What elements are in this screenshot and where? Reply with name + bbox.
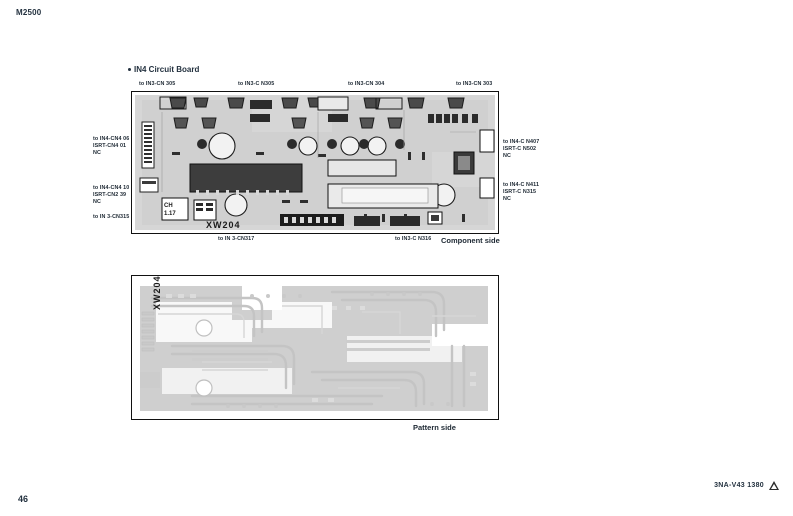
pattern-side-label: Pattern side [413, 423, 456, 432]
connector-label-top-3: to IN3-CN 304 [348, 81, 385, 87]
pcb-pattern-artwork: XW204 [132, 276, 498, 419]
board-title-text: IN4 Circuit Board [134, 65, 200, 74]
connector-label-left-2-line-2: ISRT-CN2 39 [93, 192, 127, 198]
page-number: 46 [18, 494, 29, 504]
page-title: IN4 Circuit Board [128, 65, 199, 74]
connector-label-left-1: to IN4-CN4 06 ISRT-CN4 01 NC [93, 136, 129, 157]
footer-document-code: 3NA-V43 1380 [714, 481, 779, 490]
connector-label-right-2-line-3: NC [503, 196, 511, 202]
svg-text:1.17: 1.17 [164, 211, 176, 217]
connector-label-left-2-line-1: to IN4-CN4 10 [93, 185, 130, 191]
connector-label-bottom-1: to IN 3-CN317 [218, 236, 255, 242]
pcb-pattern-side-diagram: XW204 [131, 275, 499, 420]
connector-label-right-2: to IN4-C N411 ISRT-C N315 NC [503, 182, 539, 203]
connector-label-bottom-2: to IN3-C N316 [395, 236, 432, 242]
svg-text:CH: CH [164, 203, 173, 209]
warning-triangle-icon [769, 481, 779, 490]
connector-label-right-2-line-1: to IN4-C N411 [503, 182, 540, 188]
connector-label-left-1-line-2: ISRT-CN4 01 [93, 143, 127, 149]
connector-label-left-2: to IN4-CN4 10 ISRT-CN2 39 NC [93, 185, 129, 206]
connector-label-top-2: to IN3-C N305 [238, 81, 275, 87]
connector-label-top-4: to IN3-CN 303 [456, 81, 493, 87]
connector-label-right-1: to IN4-C N407 ISRT-C N502 NC [503, 139, 539, 160]
svg-text:XW204: XW204 [152, 276, 162, 310]
svg-text:XW204: XW204 [206, 220, 241, 230]
connector-label-left-1-line-1: to IN4-CN4 06 [93, 136, 130, 142]
connector-label-right-1-line-2: ISRT-C N502 [503, 146, 537, 152]
bullet-icon [128, 68, 131, 71]
pcb-component-artwork: CH 1.17 XW204 [135, 95, 495, 230]
connector-label-left-3-line-1: to IN 3-CN315 [93, 214, 130, 220]
connector-label-right-2-line-2: ISRT-C N315 [503, 189, 537, 195]
connector-label-top-1: to IN3-CN 305 [139, 81, 176, 87]
page-header-model: M2500 [16, 8, 42, 17]
connector-label-left-1-line-3: NC [93, 150, 101, 156]
connector-label-right-1-line-3: NC [503, 153, 511, 159]
component-side-label: Component side [441, 236, 500, 245]
footer-code-text: 3NA-V43 1380 [714, 482, 764, 489]
connector-label-left-3: to IN 3-CN315 [93, 214, 129, 221]
connector-label-left-2-line-3: NC [93, 199, 101, 205]
pcb-component-side-diagram: CH 1.17 XW204 [131, 91, 499, 234]
connector-label-right-1-line-1: to IN4-C N407 [503, 139, 540, 145]
